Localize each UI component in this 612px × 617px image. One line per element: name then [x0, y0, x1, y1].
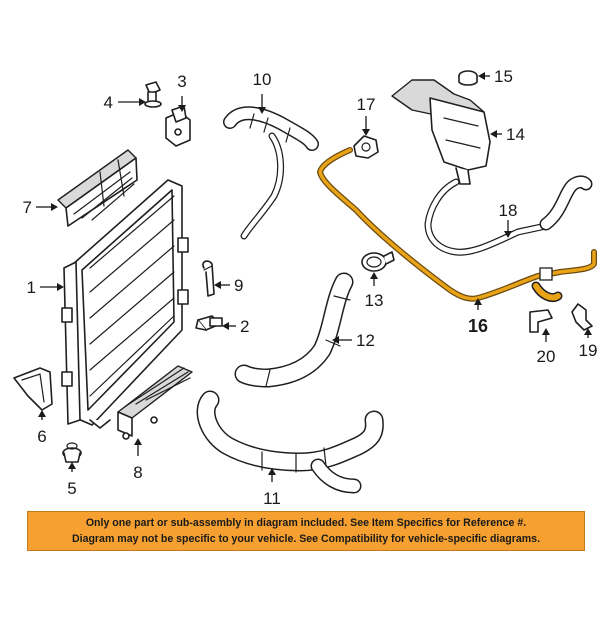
- callout-11: 11: [263, 489, 281, 508]
- callout-3: 3: [177, 72, 186, 91]
- part-8-lower-deflector: [117, 365, 193, 440]
- callout-2: 2: [240, 317, 249, 336]
- callout-16: 16: [468, 316, 488, 336]
- part-9-clip: [202, 260, 215, 297]
- part-2-sensor: [195, 315, 223, 331]
- disclaimer-line-1: Only one part or sub-assembly in diagram…: [85, 517, 527, 529]
- part-13-clamp: [361, 251, 395, 272]
- part-6-side-shield: [13, 367, 53, 411]
- part-5-grommet: [62, 442, 82, 463]
- part-10-upper-hose: [223, 106, 319, 240]
- callout-19: 19: [579, 341, 598, 360]
- part-12-middle-hose: [234, 272, 354, 388]
- part-19-clip: [571, 303, 593, 331]
- callouts: 4 3 10 7 1 6 5 8 9 2 12 13: [23, 67, 598, 508]
- callout-17: 17: [357, 95, 376, 114]
- callout-7: 7: [23, 198, 32, 217]
- part-17-cap: [353, 135, 379, 159]
- part-3-bracket: [165, 105, 191, 147]
- part-11-lower-hose: [196, 390, 384, 494]
- callout-18: 18: [499, 201, 518, 220]
- callout-13: 13: [365, 291, 384, 310]
- callout-8: 8: [133, 463, 142, 482]
- callout-6: 6: [37, 427, 46, 446]
- callout-20: 20: [537, 347, 556, 366]
- part-4-bolt: [144, 81, 162, 108]
- disclaimer-banner: Only one part or sub-assembly in diagram…: [27, 511, 585, 551]
- callout-1: 1: [27, 278, 36, 297]
- disclaimer-line-2: Diagram may not be specific to your vehi…: [71, 533, 541, 545]
- callout-12: 12: [356, 331, 375, 350]
- callout-4: 4: [104, 93, 113, 112]
- callout-10: 10: [253, 70, 272, 89]
- part-20-clip: [529, 309, 553, 333]
- callout-5: 5: [67, 479, 76, 498]
- part-18-overflow-hose: [424, 175, 593, 256]
- callout-9: 9: [234, 276, 243, 295]
- callout-15: 15: [494, 67, 513, 86]
- part-1-radiator: [61, 179, 189, 429]
- part-16-hose-highlighted: [317, 147, 597, 303]
- callout-14: 14: [506, 125, 525, 144]
- part-14-reservoir: [391, 79, 491, 185]
- part-15-seal: [458, 70, 478, 86]
- part-7-upper-deflector: [57, 149, 138, 227]
